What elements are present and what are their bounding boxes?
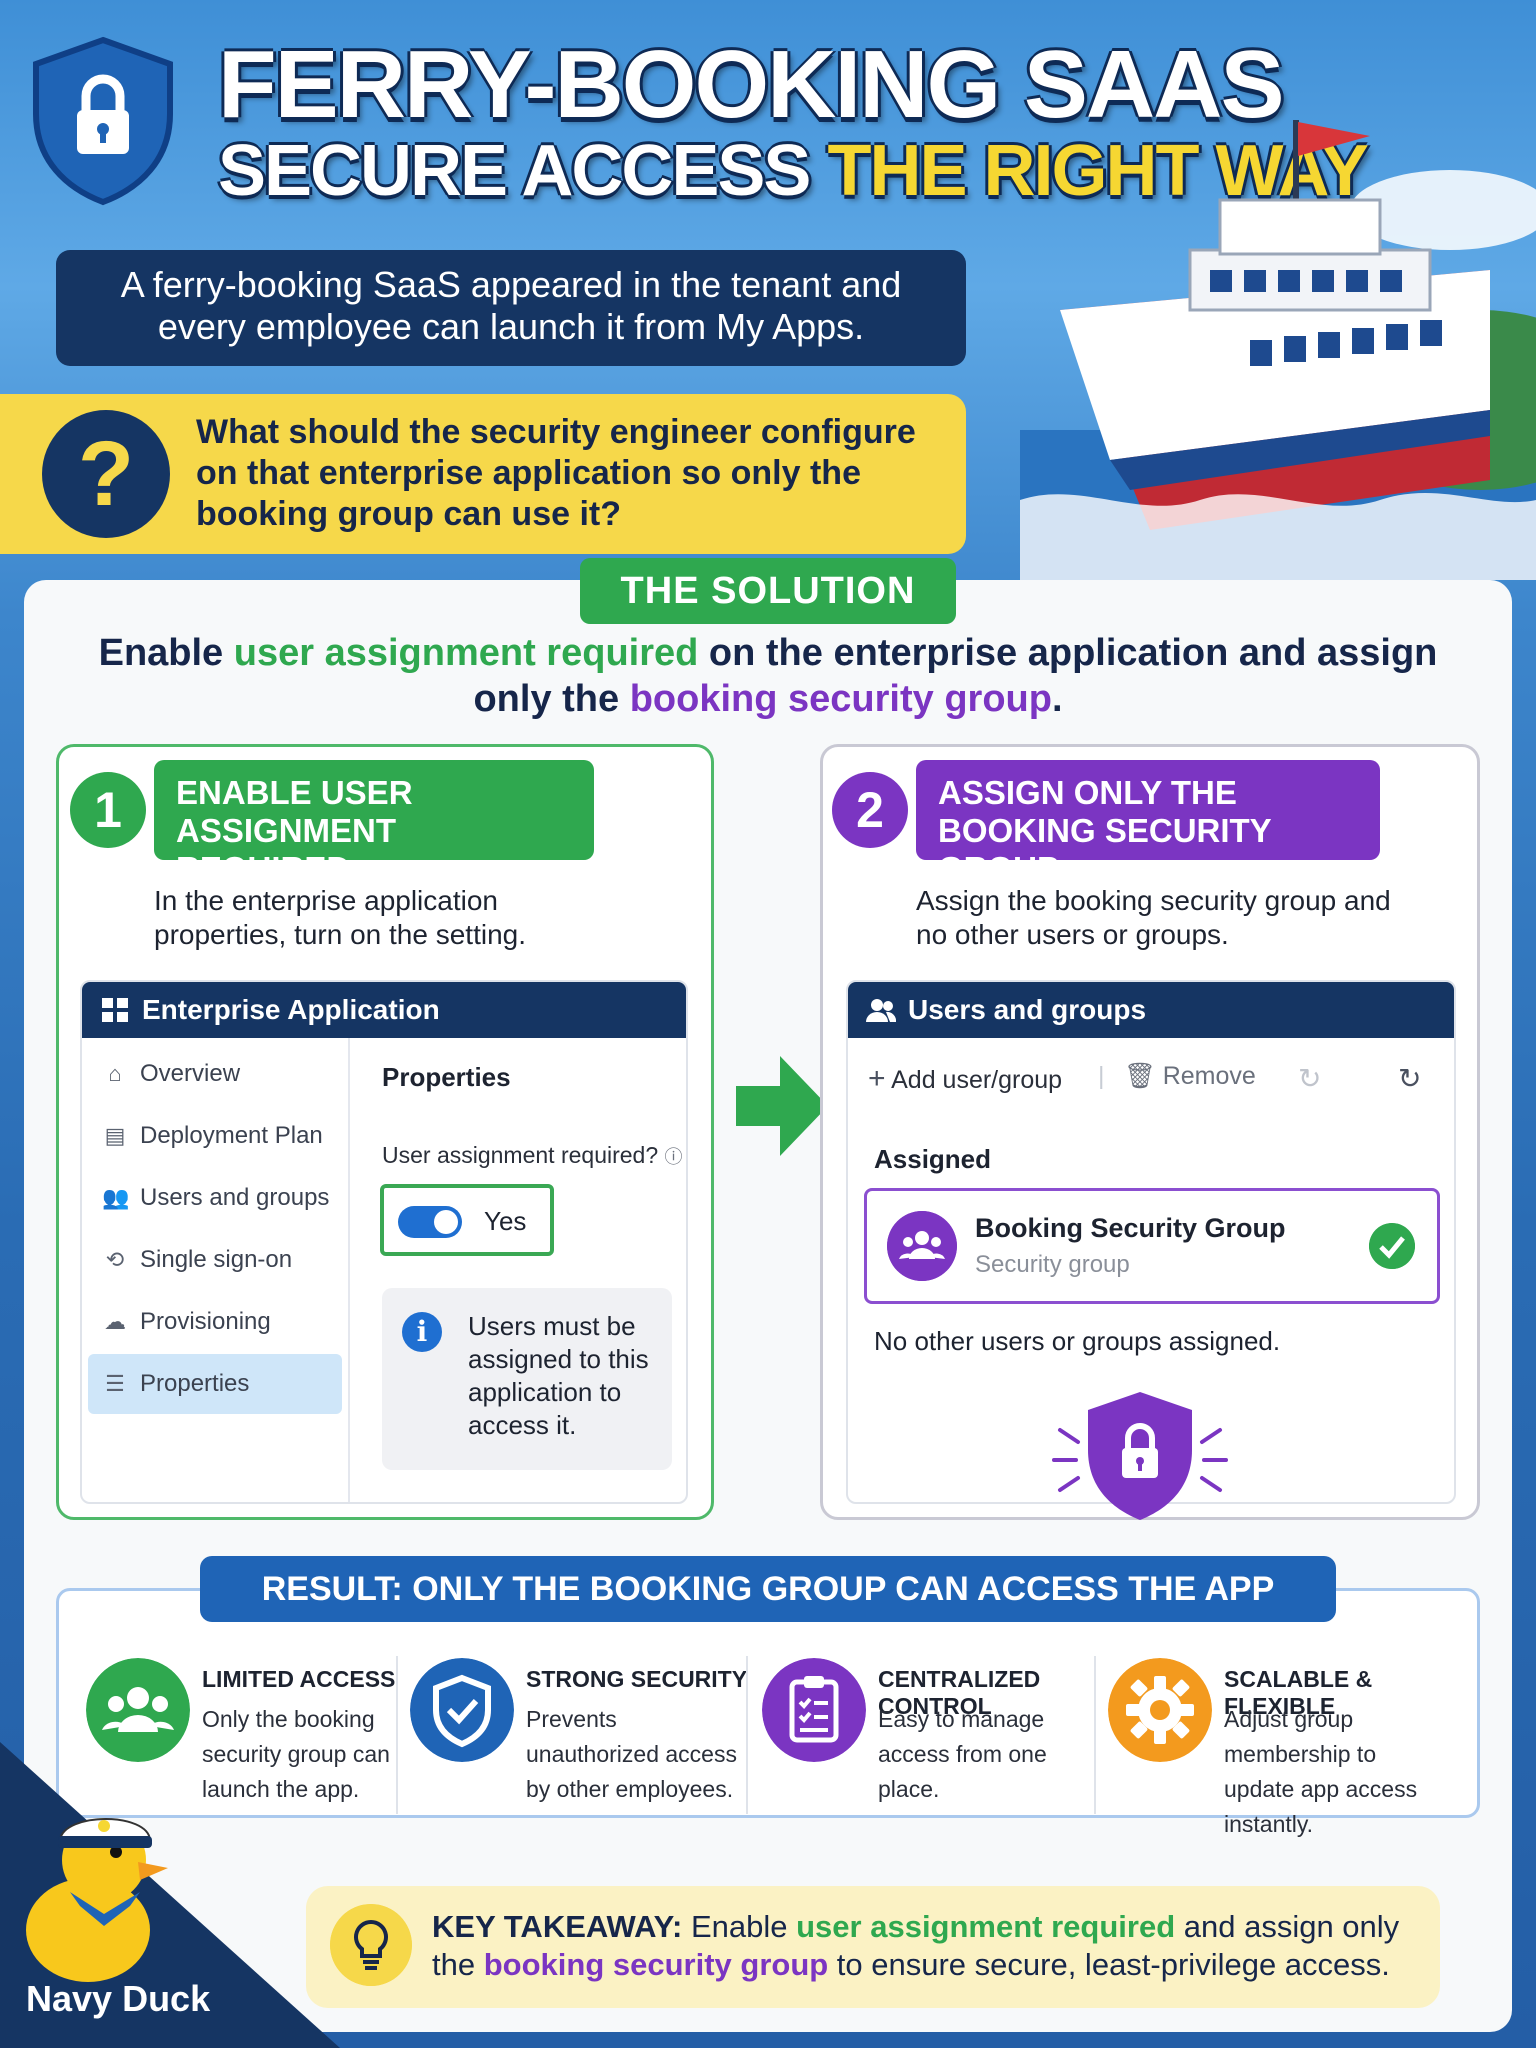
- toolbar-divider: |: [1098, 1062, 1105, 1090]
- mascot-corner: [0, 1742, 340, 2048]
- add-user-group-button[interactable]: + Add user/group: [868, 1062, 1063, 1095]
- step1-title: ENABLE USER ASSIGNMENT REQUIRED: [154, 760, 594, 887]
- properties-heading: Properties: [382, 1062, 511, 1092]
- window-titlebar: Enterprise Application: [82, 982, 686, 1038]
- divider: [1094, 1656, 1096, 1814]
- step2-description: Assign the booking security group and no…: [916, 885, 1391, 950]
- lock-shield-icon: [33, 36, 173, 206]
- sidebar-item-properties[interactable]: ☰Properties: [88, 1354, 342, 1414]
- assigned-heading: Assigned: [874, 1144, 992, 1174]
- feature-title: CENTRALIZED CONTROL: [878, 1666, 1041, 1719]
- step2-title: ASSIGN ONLY THE BOOKING SECURITY GROUP: [916, 760, 1380, 887]
- grid-icon: [102, 998, 128, 1022]
- feature-desc: Easy to manage access from one place.: [878, 1706, 1047, 1802]
- sidebar-item-deployment-plan[interactable]: ▤Deployment Plan: [88, 1106, 342, 1166]
- sidebar-item-single-sign-on[interactable]: ⟲Single sign-on: [88, 1230, 342, 1290]
- feature-title: SCALABLE & FLEXIBLE: [1224, 1666, 1373, 1719]
- sidebar-item-provisioning[interactable]: ☁Provisioning: [104, 1308, 271, 1335]
- feature-desc: Prevents unauthorized access by other em…: [526, 1706, 737, 1802]
- trash-icon: 🗑: [1124, 1062, 1156, 1090]
- user-assignment-label: User assignment required? ⓘ: [382, 1142, 683, 1168]
- intro-banner: A ferry-booking SaaS appeared in the ten…: [56, 250, 966, 366]
- info-icon: ⓘ: [664, 1147, 683, 1167]
- feature-title: STRONG SECURITY: [526, 1666, 748, 1692]
- clipboard-icon: [762, 1658, 866, 1762]
- divider: [746, 1656, 748, 1814]
- purple-lock-shield-icon: [1052, 1392, 1228, 1520]
- enterprise-app-window: Enterprise Application ⌂Overview ▤Deploy…: [80, 980, 688, 1504]
- sidebar-item-overview[interactable]: ⌂Overview: [88, 1044, 342, 1104]
- mascot-name: Navy Duck: [26, 1978, 211, 2019]
- check-icon: [1369, 1223, 1415, 1269]
- feature-title: LIMITED ACCESS: [202, 1666, 396, 1692]
- sidebar-item-users-and-groups[interactable]: 👥Users and groups: [102, 1184, 330, 1211]
- question-icon: ?: [42, 410, 170, 538]
- app-sidebar: ⌂Overview ▤Deployment Plan 👥Users and gr…: [82, 1038, 350, 1502]
- users-toolbar: + Add user/group | 🗑 Remove ↻ ↻: [848, 1038, 1454, 1118]
- window-titlebar: Users and groups: [848, 982, 1454, 1038]
- info-message: i Users must be assigned to this applica…: [382, 1288, 672, 1470]
- step1-description: In the enterprise application properties…: [154, 885, 526, 950]
- plus-icon: +: [868, 1062, 886, 1095]
- group-type: Security group: [975, 1251, 1130, 1278]
- page-title: FERRY-BOOKING SAAS: [218, 31, 1285, 138]
- feature-scalable-flexible: SCALABLE & FLEXIBLE Adjust group members…: [1108, 1658, 1448, 1838]
- user-assignment-setting: Yes: [380, 1184, 554, 1256]
- users-icon: [86, 1658, 190, 1762]
- remove-button[interactable]: 🗑 Remove: [1124, 1062, 1256, 1090]
- cloud-icon: ☁: [104, 1309, 126, 1334]
- users-icon: [866, 999, 896, 1022]
- shield-check-icon: [410, 1658, 514, 1762]
- sign-on-icon: ⟲: [105, 1247, 125, 1272]
- feature-desc: Only the booking security group can laun…: [202, 1706, 390, 1802]
- assigned-group-row[interactable]: Booking Security Group Security group: [864, 1188, 1440, 1304]
- gear-icon: [1108, 1658, 1212, 1762]
- solution-summary: Enable user assignment required on the e…: [98, 632, 1438, 720]
- refresh-icon[interactable]: ↻: [1398, 1063, 1422, 1094]
- users-icon: 👥: [102, 1185, 130, 1210]
- sliders-icon: ☰: [105, 1371, 125, 1396]
- result-banner: RESULT: ONLY THE BOOKING GROUP CAN ACCES…: [200, 1556, 1336, 1622]
- lightbulb-icon: [330, 1904, 412, 1986]
- user-assignment-toggle[interactable]: [398, 1206, 462, 1238]
- step1-number: 1: [70, 772, 146, 848]
- divider: [396, 1656, 398, 1814]
- info-icon: i: [402, 1312, 442, 1352]
- group-icon: [887, 1211, 957, 1281]
- page-subtitle: SECURE ACCESS THE RIGHT WAY: [218, 131, 1369, 211]
- ferry-illustration: [1020, 120, 1536, 580]
- feature-desc: Adjust group membership to update app ac…: [1224, 1706, 1418, 1837]
- feature-limited-access: LIMITED ACCESS Only the booking security…: [86, 1658, 426, 1838]
- step2-number: 2: [832, 772, 908, 848]
- no-other-assignments: No other users or groups assigned.: [874, 1326, 1281, 1356]
- group-name: Booking Security Group: [975, 1213, 1286, 1243]
- feature-centralized-control: CENTRALIZED CONTROL Easy to manage acces…: [762, 1658, 1102, 1838]
- solution-banner: THE SOLUTION: [580, 558, 956, 624]
- key-takeaway: KEY TAKEAWAY: Enable user assignment req…: [306, 1886, 1440, 2008]
- toggle-value: Yes: [484, 1206, 527, 1236]
- document-icon: ▤: [104, 1123, 126, 1148]
- feature-strong-security: STRONG SECURITY Prevents unauthorized ac…: [410, 1658, 750, 1838]
- refresh-disabled-icon: ↻: [1298, 1063, 1322, 1094]
- arrow-right-icon: [736, 1056, 828, 1156]
- home-icon: ⌂: [108, 1061, 122, 1086]
